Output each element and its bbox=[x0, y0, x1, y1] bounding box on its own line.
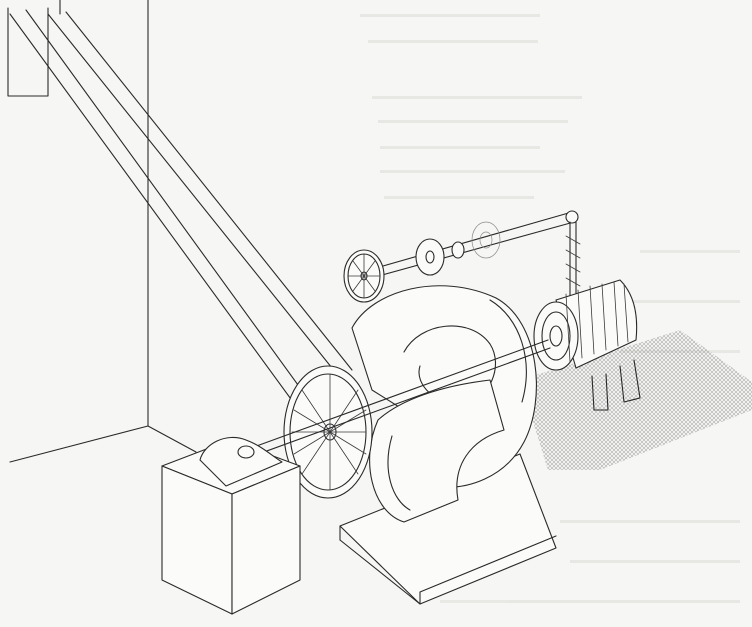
belt-tensioner-arm bbox=[565, 221, 581, 297]
large-flywheel bbox=[283, 365, 373, 499]
small-disc bbox=[415, 238, 445, 276]
wall-and-corner bbox=[7, 0, 197, 463]
bearing-pedestal bbox=[161, 436, 301, 615]
overhead-shaft bbox=[361, 210, 579, 281]
small-pulley-wheel bbox=[343, 249, 385, 303]
small-hub bbox=[451, 241, 465, 259]
electric-motor bbox=[533, 279, 641, 411]
drive-shaft bbox=[239, 339, 551, 461]
drive-belt bbox=[9, 9, 353, 407]
suction-bend bbox=[369, 379, 505, 523]
ghost-disc bbox=[471, 221, 501, 259]
